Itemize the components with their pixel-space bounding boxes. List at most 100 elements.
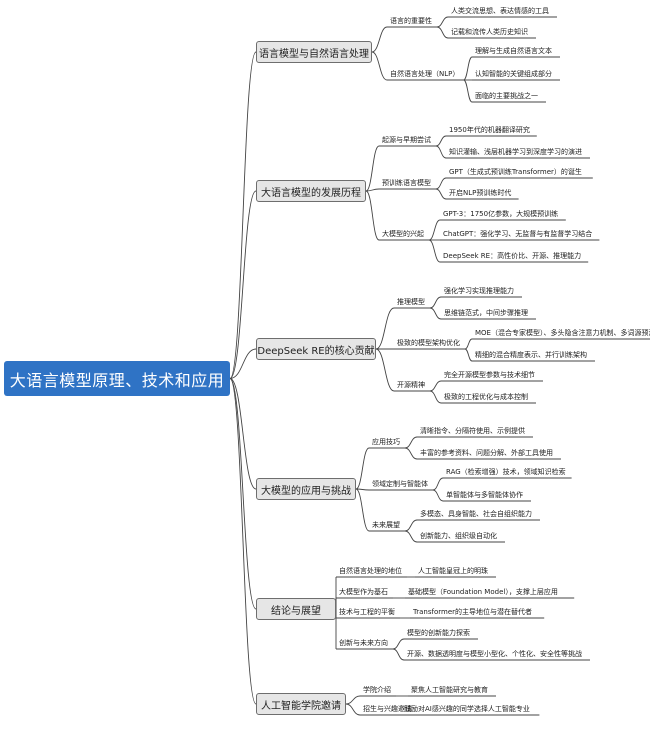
subtopic[interactable]: 技术与工程的平衡 <box>339 608 395 616</box>
subtopic[interactable]: 极致的模型架构优化 <box>397 339 460 347</box>
leaf-topic[interactable]: 精细的混合精度表示、并行训练架构 <box>475 351 587 359</box>
connector-curve <box>229 378 257 490</box>
subtopic[interactable]: 开源精神 <box>397 381 425 389</box>
leaf-topic[interactable]: RAG（检索增强）技术，领域知识检索 <box>446 468 566 476</box>
connector-curve <box>435 135 447 147</box>
subtopic[interactable]: 自然语言处理的地位 <box>339 567 402 575</box>
branch-topic[interactable]: 大模型的应用与挑战 <box>256 478 356 500</box>
connector-curve <box>463 56 473 81</box>
connector-curve <box>355 447 370 490</box>
subtopic[interactable]: 领域定制与智能体 <box>372 480 428 488</box>
connector-curve <box>375 307 395 350</box>
connector-curve <box>435 177 447 190</box>
leaf-topic[interactable]: 人工智能皇冠上的明珠 <box>418 567 488 575</box>
leaf-topic[interactable]: 开源、数据透明度与模型小型化、个性化、安全性等挑战 <box>407 650 582 658</box>
leaf-topic[interactable]: GPT（生成式预训练Transformer）的诞生 <box>449 168 582 176</box>
connector-curve <box>229 378 257 610</box>
leaf-topic[interactable]: 完全开源模型参数与技术细节 <box>444 371 535 379</box>
branch-topic-label: 人工智能学院邀请 <box>261 700 341 712</box>
connector-curve <box>392 638 405 650</box>
branch-topic-label: 语言模型与自然语言处理 <box>259 48 369 60</box>
connector-curve <box>229 51 257 379</box>
leaf-topic[interactable]: 清晰指令、分隔符使用、示例提供 <box>420 427 525 435</box>
connector-curve <box>463 79 473 103</box>
leaf-topic[interactable]: 基础模型（Foundation Model），支撑上层应用 <box>408 588 558 596</box>
connector-curve <box>429 296 442 309</box>
root-topic[interactable]: 大语言模型原理、技术和应用 <box>4 361 230 396</box>
leaf-topic[interactable]: 单智能体与多智能体协作 <box>446 491 523 499</box>
connector-curve <box>345 695 361 705</box>
leaf-topic[interactable]: 强化学习实现推理能力 <box>444 287 514 295</box>
branch-topic[interactable]: DeepSeek RE的核心贡献 <box>256 338 376 360</box>
connector-curve <box>365 145 380 192</box>
leaf-topic[interactable]: 聚焦人工智能研究与教育 <box>411 686 488 694</box>
branch-topic-label: 大语言模型的发展历程 <box>261 187 361 199</box>
connector-curve <box>404 519 418 532</box>
connector-curve <box>375 348 395 392</box>
connector-curve <box>429 380 442 392</box>
connector-curve <box>436 16 449 28</box>
leaf-topic[interactable]: 模型的创新能力探索 <box>407 629 470 637</box>
leaf-topic[interactable]: 记载和流传人类历史知识 <box>451 28 528 36</box>
connector-curve <box>435 188 447 200</box>
connector-curve <box>404 447 418 460</box>
root-topic-label: 大语言模型原理、技术和应用 <box>9 370 225 390</box>
connector-curve <box>432 489 444 502</box>
leaf-topic[interactable]: 人类交流思想、表达情感的工具 <box>451 7 549 15</box>
leaf-topic[interactable]: 知识灌输、浅层机器学习到深度学习的演进 <box>449 148 582 156</box>
subtopic[interactable]: 起源与早期尝试 <box>382 136 431 144</box>
leaf-topic[interactable]: 鼓励对AI感兴趣的同学选择人工智能专业 <box>404 705 530 713</box>
connector-curve <box>229 348 257 379</box>
leaf-topic[interactable]: 创新能力、组织级自动化 <box>420 532 497 540</box>
connector-curve <box>229 378 257 705</box>
subtopic[interactable]: 推理模型 <box>397 298 425 306</box>
leaf-topic[interactable]: 多模态、具身智能、社会自组织能力 <box>420 510 532 518</box>
leaf-topic[interactable]: 思维链范式，中间步骤推理 <box>444 309 528 317</box>
subtopic[interactable]: 未来展望 <box>372 521 400 529</box>
subtopic[interactable]: 预训练语言模型 <box>382 179 431 187</box>
branch-topic-label: DeepSeek RE的核心贡献 <box>257 345 375 357</box>
connector-curve <box>432 477 444 491</box>
leaf-topic[interactable]: 认知智能的关键组成部分 <box>475 70 552 78</box>
leaf-topic[interactable]: 开启NLP预训练时代 <box>449 189 512 197</box>
subtopic[interactable]: 大模型作为基石 <box>339 588 388 596</box>
branch-topic[interactable]: 结论与展望 <box>256 598 336 620</box>
connector-curve <box>365 188 380 192</box>
leaf-topic[interactable]: GPT-3：1750亿参数，大规模预训练 <box>443 210 559 218</box>
connector-curve <box>345 703 361 716</box>
leaf-topic[interactable]: Transformer的主导地位与潜在替代者 <box>413 608 533 616</box>
subtopic[interactable]: 应用技巧 <box>372 438 400 446</box>
connector-curve <box>429 390 442 404</box>
connector-curve <box>404 530 418 543</box>
connector-curve <box>355 488 370 532</box>
connector-curve <box>428 239 441 263</box>
leaf-topic[interactable]: 1950年代的机器翻译研究 <box>449 126 530 134</box>
leaf-topic[interactable]: 极致的工程优化与成本控制 <box>444 393 528 401</box>
leaf-topic[interactable]: 面临的主要挑战之一 <box>475 92 538 100</box>
connector-curve <box>371 26 388 53</box>
connector-curve <box>371 51 388 81</box>
subtopic[interactable]: 自然语言处理（NLP） <box>390 70 460 78</box>
connector-curve <box>435 145 447 159</box>
subtopic[interactable]: 大模型的兴起 <box>382 230 424 238</box>
connector-curve <box>392 648 405 661</box>
subtopic[interactable]: 招生与兴趣邀请 <box>363 705 412 713</box>
leaf-topic[interactable]: ChatGPT：强化学习、无监督与有监督学习结合 <box>443 230 593 238</box>
connector-curve <box>464 348 473 362</box>
leaf-topic[interactable]: 理解与生成自然语言文本 <box>475 47 552 55</box>
branch-topic-label: 结论与展望 <box>271 605 321 617</box>
connector-curve <box>365 190 380 241</box>
leaf-topic[interactable]: 丰富的参考资料、问题分解、外部工具使用 <box>420 449 553 457</box>
subtopic[interactable]: 语言的重要性 <box>390 17 432 25</box>
connector-curve <box>429 307 442 320</box>
subtopic[interactable]: 学院介绍 <box>363 686 391 694</box>
subtopic[interactable]: 创新与未来方向 <box>339 639 388 647</box>
leaf-topic[interactable]: DeepSeek RE：高性价比、开源、推理能力 <box>443 252 582 260</box>
leaf-topic[interactable]: MOE（混合专家模型）、多头隐含注意力机制、多词源预测 <box>475 329 650 337</box>
branch-topic[interactable]: 大语言模型的发展历程 <box>256 180 366 202</box>
connector-curve <box>464 338 473 350</box>
connector-curve <box>229 190 257 379</box>
branch-topic[interactable]: 语言模型与自然语言处理 <box>256 41 372 63</box>
branch-topic[interactable]: 人工智能学院邀请 <box>256 693 346 715</box>
